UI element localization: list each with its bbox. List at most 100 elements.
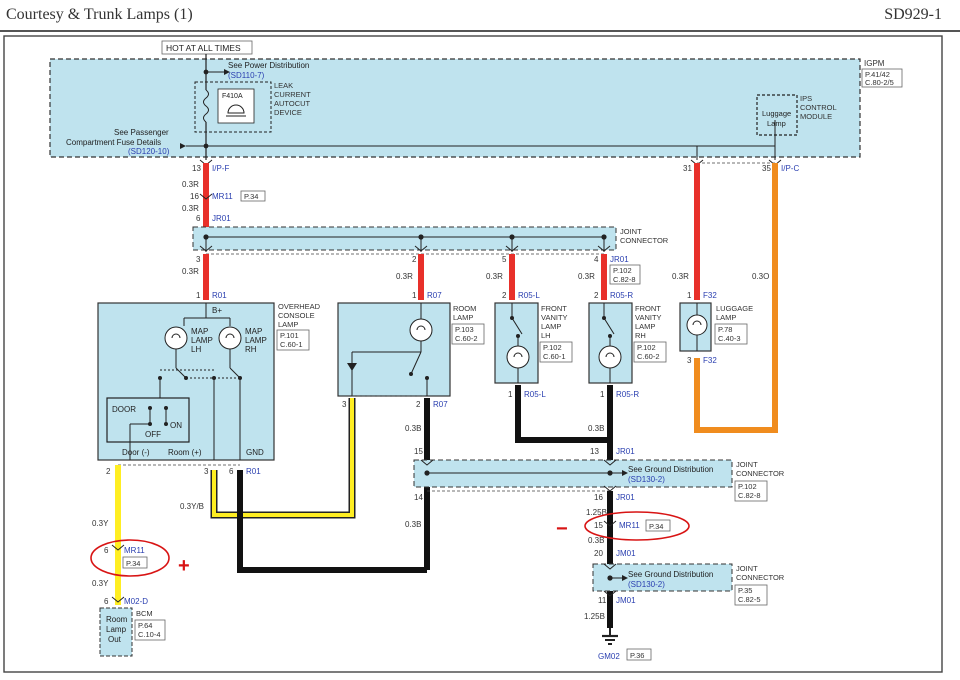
bcm-out: Out bbox=[108, 635, 122, 644]
front-vanity-lamp-rh bbox=[588, 302, 633, 384]
wire-label-r03-e: 0.3R bbox=[486, 272, 503, 281]
ref-p34-top: P.34 bbox=[244, 192, 258, 201]
wire-black-gnd bbox=[237, 470, 427, 573]
conn-jr01-mid: JR01 bbox=[616, 447, 635, 456]
wire-label-y03-b: 0.3Y bbox=[92, 579, 109, 588]
pin-2-r05l: 2 bbox=[502, 291, 507, 300]
diagram-frame bbox=[3, 35, 943, 673]
igpm-block: IGPM P.41/42 C.80-2/5 bbox=[49, 58, 903, 158]
overhead-door-minus: Door (-) bbox=[122, 448, 150, 457]
room-lamp-name-2: LAMP bbox=[453, 313, 473, 322]
joint-top-1: JOINT bbox=[620, 227, 642, 236]
pin-6-mr11-l: 6 bbox=[104, 546, 109, 555]
pin-16: 16 bbox=[190, 192, 199, 201]
hot-box bbox=[161, 40, 253, 55]
wire-label-b03-d: 0.3B bbox=[588, 536, 604, 545]
ips-luggage-2: Lamp bbox=[767, 119, 786, 128]
overhead-ref-2: C.60-1 bbox=[280, 340, 303, 349]
joint-bot-1: JOINT bbox=[736, 564, 758, 573]
pin-5-jr01: 5 bbox=[502, 255, 507, 264]
pin-15-jr01: 15 bbox=[414, 447, 423, 456]
overhead-bplus: B+ bbox=[212, 306, 222, 315]
front-rh-name-3: LAMP bbox=[635, 322, 655, 331]
joint-top-2: CONNECTOR bbox=[620, 236, 669, 245]
igpm-ref-page: P.41/42 bbox=[865, 70, 890, 79]
bcm-room: Room bbox=[106, 615, 128, 624]
page-code: SD929-1 bbox=[884, 6, 942, 23]
ref-p35-2: C.82-5 bbox=[738, 595, 761, 604]
highlight-mr11-left bbox=[90, 539, 170, 577]
conn-jr01-r: JR01 bbox=[610, 255, 629, 264]
wire-label-b03-a: 0.3B bbox=[405, 424, 421, 433]
igpm-label: IGPM bbox=[864, 59, 885, 68]
luggage-name-1: LUGGAGE bbox=[716, 304, 753, 313]
luggage-name-2: LAMP bbox=[716, 313, 736, 322]
luggage-ref-2: C.40-3 bbox=[718, 334, 741, 343]
overhead-name-3: LAMP bbox=[278, 320, 298, 329]
map-lh-1: MAP bbox=[191, 327, 208, 336]
front-rh-ref-1: P.102 bbox=[637, 343, 656, 352]
luggage-ref-1: P.78 bbox=[718, 325, 732, 334]
room-lamp-ref-1: P.103 bbox=[455, 325, 474, 334]
pass-fuse-ref[interactable]: (SD120-10) bbox=[128, 147, 170, 156]
conn-f32-top: F32 bbox=[703, 291, 717, 300]
front-rh-name-1: FRONT bbox=[635, 304, 661, 313]
pin-2-r07: 2 bbox=[416, 400, 421, 409]
pass-fuse-label-2: Compartment Fuse Details bbox=[66, 138, 161, 147]
ground-ref-2[interactable]: (SD130-2) bbox=[628, 580, 665, 589]
ref-p35-1: P.35 bbox=[738, 586, 752, 595]
overhead-console-lamp: B+ MAP LAMP LH MAP LAMP RH DOOR ON OFF bbox=[97, 302, 275, 461]
front-rh-name-2: VANITY bbox=[635, 313, 662, 322]
pin-20-jm01: 20 bbox=[594, 549, 603, 558]
wire-label-yb03: 0.3Y/B bbox=[180, 502, 204, 511]
minus-mark: − bbox=[556, 518, 568, 540]
front-lh-ref-1: P.102 bbox=[543, 343, 562, 352]
power-dist-ref[interactable]: (SD110-7) bbox=[228, 71, 265, 80]
pin-1-r05l: 1 bbox=[508, 390, 513, 399]
front-lh-name-1: FRONT bbox=[541, 304, 567, 313]
pin-2-r05r: 2 bbox=[594, 291, 599, 300]
front-lh-name-3: LAMP bbox=[541, 322, 561, 331]
overhead-room-plus: Room (+) bbox=[168, 448, 202, 457]
conn-ipc: I/P-C bbox=[781, 164, 799, 173]
ref-p34-right: P.34 bbox=[649, 522, 663, 531]
map-lh-2: LAMP bbox=[191, 336, 213, 345]
conn-r05l: R05-L bbox=[518, 291, 540, 300]
pin-3-r01: 3 bbox=[204, 467, 209, 476]
joint-connector-top bbox=[192, 226, 617, 251]
front-lh-name-4: LH bbox=[541, 331, 551, 340]
conn-mr11-right: MR11 bbox=[619, 521, 640, 530]
hot-at-all-times: HOT AT ALL TIMES bbox=[166, 43, 241, 53]
ref-p102-mid-1: P.102 bbox=[738, 482, 757, 491]
wire-label-r03-g: 0.3R bbox=[672, 272, 689, 281]
pin-31: 31 bbox=[683, 164, 692, 173]
overhead-gnd: GND bbox=[246, 448, 264, 457]
ref-p102-mid-2: C.82-8 bbox=[738, 491, 761, 500]
room-lamp-name-1: ROOM bbox=[453, 304, 476, 313]
pin-1-r01: 1 bbox=[196, 291, 201, 300]
highlight-mr11-right bbox=[584, 511, 690, 541]
conn-r01-bottom: R01 bbox=[246, 467, 261, 476]
ground-ref-1[interactable]: (SD130-2) bbox=[628, 475, 665, 484]
wiring-diagram: IGPM P.41/42 C.80-2/5 HOT AT ALL TIMES S… bbox=[3, 35, 943, 673]
pin-6-jr01: 6 bbox=[196, 214, 201, 223]
map-rh-1: MAP bbox=[245, 327, 262, 336]
wire-yellow-black bbox=[212, 398, 354, 517]
wire-orange bbox=[694, 163, 778, 433]
wire-label-r03-c: 0.3R bbox=[182, 267, 199, 276]
wire-label-b03-b: 0.3B bbox=[405, 520, 421, 529]
ips-luggage-1: Luggage bbox=[762, 109, 791, 118]
pin-35: 35 bbox=[762, 164, 771, 173]
pin-6-m02d: 6 bbox=[104, 597, 109, 606]
conn-r01: R01 bbox=[212, 291, 227, 300]
ips-label-1: IPS bbox=[800, 94, 812, 103]
plus-mark: + bbox=[178, 555, 190, 577]
front-rh-name-4: RH bbox=[635, 331, 646, 340]
pin-1-r05r: 1 bbox=[600, 390, 605, 399]
igpm-ref-conn: C.80-2/5 bbox=[865, 78, 894, 87]
wire-label-o03: 0.3O bbox=[752, 272, 769, 281]
conn-r05l-bottom: R05-L bbox=[524, 390, 546, 399]
pin-3-r07: 3 bbox=[342, 400, 347, 409]
front-rh-ref-2: C.60-2 bbox=[637, 352, 660, 361]
conn-jm01-top: JM01 bbox=[616, 549, 636, 558]
